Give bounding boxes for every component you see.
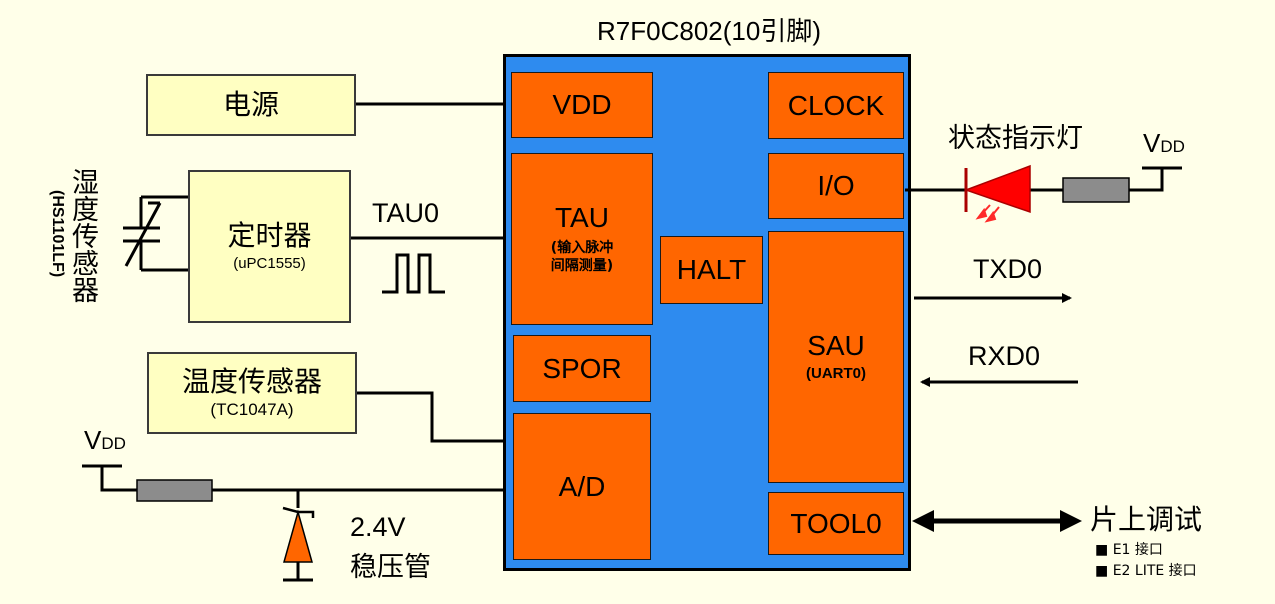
vdd-bottom-wire: [100, 466, 137, 492]
spor-block-label: SPOR: [542, 352, 622, 384]
io-block-label: I/O: [817, 170, 855, 201]
vdd-block-label: VDD: [552, 89, 612, 120]
io-block: I/O: [768, 153, 904, 219]
power-supply-label: 电源: [222, 88, 279, 121]
resistor-top: [1062, 177, 1130, 203]
ad-block-label: A/D: [558, 470, 606, 502]
sau-block-label: SAU: [807, 330, 865, 361]
vdd-top-label: VDD: [1143, 128, 1185, 158]
resistor-bottom: [136, 479, 213, 502]
pulse-waveform: [382, 253, 445, 294]
debug-item-e2-text: E2 LITE 接口: [1112, 563, 1197, 579]
zener-voltage-label: 2.4V: [350, 512, 406, 542]
debug-arrow: [912, 510, 1082, 532]
txd0-label: TXD0: [973, 254, 1043, 284]
sau-block-sublabel: (UART0): [806, 365, 866, 382]
temp-sensor-box: 温度传感器 (TC1047A): [147, 352, 357, 434]
debug-item-e2: ■ E2 LITE 接口: [1095, 563, 1197, 579]
sau-block: SAU (UART0): [768, 231, 904, 483]
timer-part-label: (uPC1555): [233, 254, 306, 272]
clock-block: CLOCK: [768, 72, 904, 139]
humidity-sensor-part: (HS1101LF): [49, 190, 66, 278]
timer-box: 定时器 (uPC1555): [188, 170, 351, 323]
chip-title: R7F0C802(10引脚): [597, 16, 821, 46]
rxd0-label: RXD0: [968, 341, 1041, 371]
tau-block: TAU (输入脉冲 间隔测量): [511, 153, 653, 325]
spor-block: SPOR: [513, 335, 651, 402]
temp-sensor-label: 温度传感器: [181, 365, 322, 398]
tau-block-label: TAU: [555, 202, 609, 233]
power-supply-box: 电源: [146, 74, 356, 136]
temp-sensor-wire: [357, 391, 505, 443]
status-led-label: 状态指示灯: [948, 123, 1083, 154]
vdd-block: VDD: [511, 72, 653, 138]
tau-block-sublabel: (输入脉冲 间隔测量): [550, 240, 614, 274]
tool0-block: TOOL0: [768, 492, 904, 555]
zener-cathode: [282, 506, 315, 518]
halt-block-label: HALT: [676, 254, 747, 285]
cap-variable-slash: [124, 202, 162, 267]
debug-label: 片上调试: [1090, 503, 1203, 536]
vdd-bottom-label: VDD: [84, 425, 126, 455]
humidity-sensor-label: 湿度传感器: [67, 168, 98, 303]
zener-label: 稳压管: [350, 552, 431, 583]
halt-block: HALT: [660, 236, 763, 304]
debug-item-e1: ■ E1 接口: [1095, 542, 1163, 558]
led-light-rays: [975, 204, 1000, 223]
tau0-label: TAU0: [372, 198, 440, 228]
status-led: [963, 164, 1031, 214]
ad-block: A/D: [513, 413, 651, 560]
tool0-block-label: TOOL0: [790, 507, 882, 539]
temp-sensor-part-label: (TC1047A): [210, 400, 294, 419]
timer-label: 定时器: [227, 218, 312, 252]
debug-item-e1-text: E1 接口: [1112, 542, 1163, 558]
vdd-top-wire: [1129, 168, 1164, 192]
clock-block-label: CLOCK: [787, 89, 885, 121]
zener-diode: [283, 509, 313, 563]
